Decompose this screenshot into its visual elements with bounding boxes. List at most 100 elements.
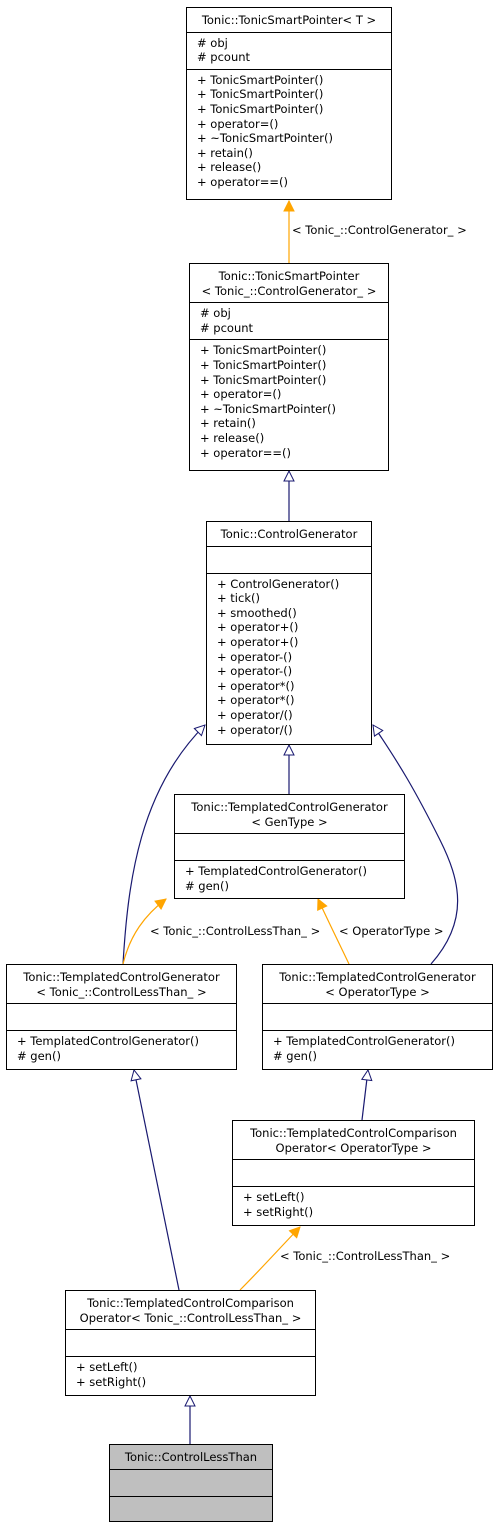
method: # gen() — [273, 1048, 317, 1063]
edge-label-cmplessthan-cmpoptype: < Tonic_::ControlLessThan_ > — [280, 1249, 450, 1263]
method: + release() — [197, 160, 262, 175]
class-title-line: Operator< OperatorType > — [275, 1140, 432, 1155]
method: + operator*() — [217, 678, 295, 693]
attributes-section — [7, 1003, 236, 1030]
attribute: # pcount — [197, 50, 251, 65]
class-title-line: Tonic::TemplatedControlGenerator — [279, 970, 476, 984]
method: + operator+() — [217, 620, 299, 635]
method: + operator-() — [217, 664, 293, 679]
class-smart-pointer-controlgenerator[interactable]: Tonic::TonicSmartPointer < Tonic_::Contr… — [189, 263, 389, 471]
attribute: # obj — [197, 35, 228, 50]
attributes-section — [207, 545, 371, 573]
class-title-line: Operator< Tonic_::ControlLessThan_ > — [79, 1310, 302, 1325]
method: + operator=() — [200, 387, 282, 402]
class-title: Tonic::ControlLessThan — [110, 1445, 272, 1469]
method: + setRight() — [243, 1204, 314, 1219]
class-title-line: < OperatorType > — [325, 984, 430, 999]
method: + operator=() — [197, 116, 279, 131]
class-title-line: < Tonic_::ControlLessThan_ > — [36, 984, 207, 999]
methods-section: + ControlGenerator() + tick() + smoothed… — [207, 572, 371, 742]
attributes-section: # obj # pcount — [187, 31, 391, 69]
class-title: Tonic::TemplatedControlGenerator < GenTy… — [175, 795, 404, 833]
method: + operator==() — [197, 174, 288, 189]
method: + TemplatedControlGenerator() — [273, 1034, 456, 1049]
attribute: # obj — [200, 306, 231, 321]
class-title: Tonic::TonicSmartPointer < Tonic_::Contr… — [190, 264, 388, 302]
method: + setLeft() — [76, 1360, 138, 1375]
class-title: Tonic::TemplatedControlComparison Operat… — [66, 1291, 315, 1329]
class-title-line: < Tonic_::ControlGenerator_ > — [201, 283, 377, 298]
method: + TonicSmartPointer() — [200, 343, 327, 358]
method: + operator-() — [217, 649, 293, 664]
class-control-generator[interactable]: Tonic::ControlGenerator + ControlGenerat… — [206, 521, 372, 745]
attributes-section: # obj # pcount — [190, 302, 388, 339]
attributes-section — [233, 1159, 474, 1186]
method: + TonicSmartPointer() — [197, 101, 324, 116]
method: + TonicSmartPointer() — [197, 87, 324, 102]
methods-section: + TemplatedControlGenerator() # gen() — [263, 1030, 492, 1067]
class-title: Tonic::TemplatedControlGenerator < Opera… — [263, 965, 492, 1003]
method: + smoothed() — [217, 605, 297, 620]
method: + release() — [200, 430, 265, 445]
attributes-section — [66, 1329, 315, 1356]
method: + TemplatedControlGenerator() — [17, 1034, 200, 1049]
class-templated-cg-lessthan[interactable]: Tonic::TemplatedControlGenerator < Tonic… — [6, 964, 237, 1070]
method: + tick() — [217, 591, 260, 606]
method: + ~TonicSmartPointer() — [197, 131, 333, 146]
class-title-line: < GenType > — [251, 814, 328, 829]
class-control-less-than[interactable]: Tonic::ControlLessThan — [109, 1444, 273, 1522]
methods-section: + TonicSmartPointer() + TonicSmartPointe… — [190, 339, 388, 464]
class-title: Tonic::ControlGenerator — [207, 522, 371, 546]
class-templated-comparison-lessthan[interactable]: Tonic::TemplatedControlComparison Operat… — [65, 1290, 316, 1396]
class-templated-cg-gentype[interactable]: Tonic::TemplatedControlGenerator < GenTy… — [174, 794, 405, 899]
class-templated-comparison-optype[interactable]: Tonic::TemplatedControlComparison Operat… — [232, 1120, 475, 1226]
attributes-section — [110, 1468, 272, 1496]
edge-inherit-cmpoptype-cgoptype — [362, 1070, 368, 1121]
methods-section: + TemplatedControlGenerator() # gen() — [7, 1030, 236, 1067]
class-title-line: Tonic::TemplatedControlGenerator — [191, 800, 388, 814]
method: # gen() — [17, 1048, 61, 1063]
edge-binding-cmplessthan-cmpoptype — [239, 1227, 300, 1291]
methods-section: + setLeft() + setRight() — [66, 1356, 315, 1393]
class-title-line: Tonic::TemplatedControlGenerator — [23, 970, 220, 984]
class-title: Tonic::TonicSmartPointer< T > — [187, 8, 391, 32]
methods-section — [110, 1495, 272, 1522]
method: + retain() — [197, 145, 253, 160]
attribute: # pcount — [200, 320, 254, 335]
class-title: Tonic::TemplatedControlGenerator < Tonic… — [7, 965, 236, 1003]
method: + TemplatedControlGenerator() — [185, 864, 368, 879]
class-title-line: Tonic::ControlGenerator — [220, 527, 358, 541]
method: # gen() — [185, 878, 229, 893]
method: + TonicSmartPointer() — [200, 372, 327, 387]
method: + operator*() — [217, 693, 295, 708]
class-title-line: Tonic::TonicSmartPointer< T > — [201, 13, 377, 27]
class-title-line: Tonic::TemplatedControlComparison — [250, 1126, 457, 1140]
class-templated-cg-optype[interactable]: Tonic::TemplatedControlGenerator < Opera… — [262, 964, 493, 1070]
attributes-section — [263, 1003, 492, 1030]
method: + ~TonicSmartPointer() — [200, 401, 336, 416]
method: + setLeft() — [243, 1190, 305, 1205]
method: + ControlGenerator() — [217, 576, 340, 591]
edge-inherit-optype-cg — [373, 725, 459, 965]
edge-binding-optype-gentype — [318, 899, 350, 965]
methods-section: + TemplatedControlGenerator() # gen() — [175, 860, 404, 897]
edge-binding-lessthan-gentype — [122, 899, 166, 965]
class-title-line: Tonic::TonicSmartPointer — [218, 269, 360, 283]
method: + setRight() — [76, 1374, 147, 1389]
edge-inherit-cmplessthan-cglessthan — [134, 1070, 180, 1291]
method: + TonicSmartPointer() — [200, 357, 327, 372]
methods-section: + TonicSmartPointer() + TonicSmartPointe… — [187, 68, 391, 194]
class-title-line: Tonic::TemplatedControlComparison — [87, 1296, 294, 1310]
methods-section: + setLeft() + setRight() — [233, 1186, 474, 1223]
method: + operator/() — [217, 707, 293, 722]
edge-label-smartpointer: < Tonic_::ControlGenerator_ > — [292, 223, 467, 237]
edge-label-lessthan-gentype: < Tonic_::ControlLessThan_ > — [150, 924, 320, 938]
method: + retain() — [200, 416, 256, 431]
class-title-line: Tonic::ControlLessThan — [124, 1450, 258, 1464]
edge-inherit-lessthan-cg — [122, 725, 205, 965]
method: + operator+() — [217, 634, 299, 649]
method: + operator==() — [200, 445, 291, 460]
class-smart-pointer-t[interactable]: Tonic::TonicSmartPointer< T > # obj # pc… — [186, 7, 392, 200]
method: + TonicSmartPointer() — [197, 72, 324, 87]
